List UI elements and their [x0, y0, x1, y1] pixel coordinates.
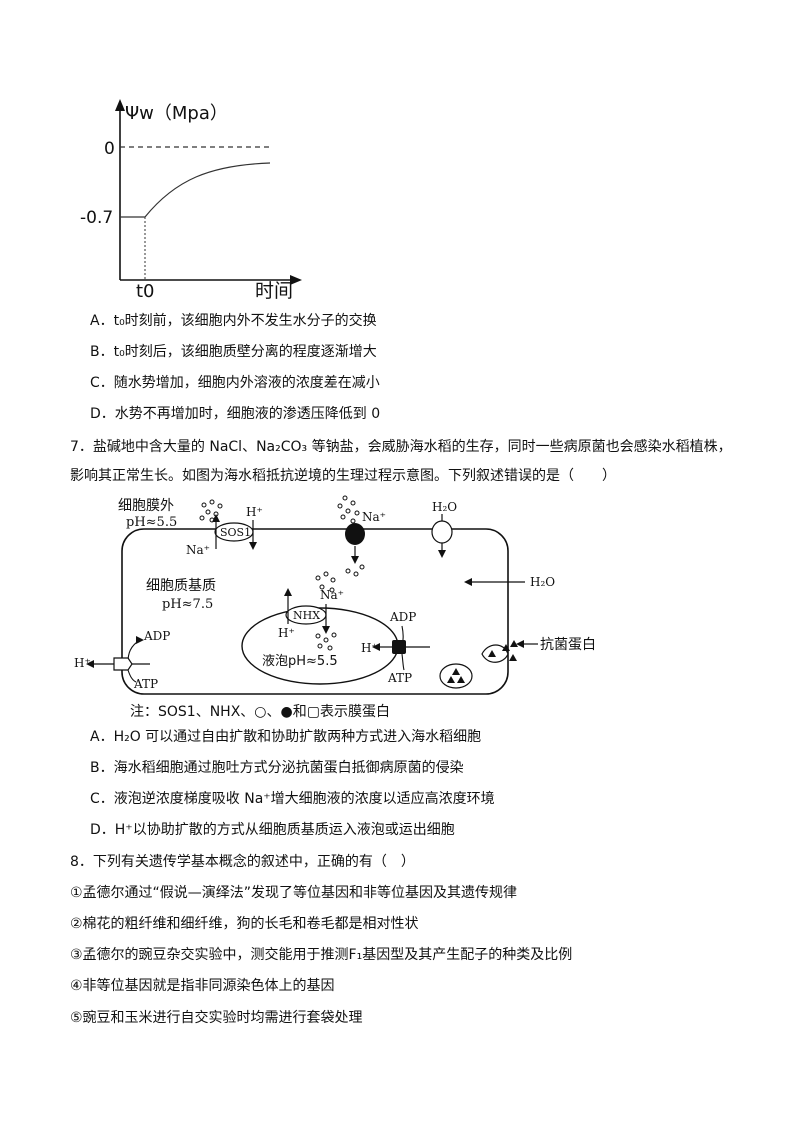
na-dots-outside-sos1 — [199, 499, 223, 523]
cytoplasm-ph: pH≈7.5 — [162, 597, 213, 612]
q7-option-b: B．海水稻细胞通过胞吐方式分泌抗菌蛋白抵御病原菌的侵染 — [90, 760, 464, 776]
antibacterial-triangles-inner — [447, 668, 465, 683]
arrowhead — [284, 588, 292, 596]
vacuole-h-label: H⁺ — [361, 641, 378, 655]
q8-item-1: ①孟德尔通过“假说—演绎法”发现了等位基因和非等位基因及其遗传规律 — [70, 885, 518, 901]
sos1-h-label: H⁺ — [246, 505, 263, 519]
q7-stem-line2: 影响其正常生长。如图为海水稻抵抗逆境的生理过程示意图。下列叙述错误的是（ ） — [70, 468, 616, 484]
membrane-adp-curve — [127, 639, 141, 663]
vacuole-atp-label: ATP — [387, 671, 412, 685]
diagram-note: 注：SOS1、NHX、○、●和▢表示膜蛋白 — [130, 704, 390, 720]
channel-na-label: Na⁺ — [362, 510, 386, 524]
q6-option-a: A．t₀时刻前，该细胞内外不发生水分子的交换 — [90, 313, 377, 329]
membrane-atp-label: ATP — [133, 677, 158, 691]
arrowhead — [438, 550, 446, 558]
q7-option-d: D．H⁺以协助扩散的方式从细胞质基质运入液泡或运出细胞 — [90, 822, 455, 838]
nhx-h-label: H⁺ — [278, 626, 295, 640]
aquaporin-h2o-label: H₂O — [432, 500, 457, 514]
vacuole-atp-curve — [401, 653, 405, 671]
vesicle-exocytosis — [481, 644, 509, 663]
cell-membrane — [121, 528, 509, 695]
q8-item-4: ④非等位基因就是指非同源染色体上的基因 — [70, 978, 335, 994]
membrane-adp-label: ADP — [143, 629, 170, 643]
membrane-proton-pump — [113, 657, 133, 671]
q6-option-b: B．t₀时刻后，该细胞质壁分离的程度逐渐增大 — [90, 344, 377, 360]
black-channel-protein — [345, 523, 365, 545]
aquaporin-protein — [431, 520, 453, 544]
q7-option-c: C．液泡逆浓度梯度吸收 Na⁺增大细胞液的浓度以适应高浓度环境 — [90, 791, 495, 807]
na-dots-vacuole — [315, 632, 337, 651]
q6-option-c: C．随水势增加，细胞内外溶液的浓度差在减小 — [90, 375, 380, 391]
x-tick-t0: t0 — [136, 281, 155, 300]
antibacterial-label: 抗菌蛋白 — [540, 637, 596, 653]
sos1-na-label: Na⁺ — [186, 543, 210, 557]
vacuole-proton-pump — [392, 640, 406, 654]
vacuole-label: 液泡pH≈5.5 — [262, 654, 338, 669]
q6-option-d: D．水势不再增加时，细胞液的渗透压降低到 0 — [90, 406, 381, 422]
arrowhead — [322, 626, 330, 634]
arrowhead — [212, 514, 220, 522]
membrane-h-label: H⁺ — [74, 656, 91, 670]
cytoplasm-label: 细胞质基质 — [146, 577, 216, 594]
arrowhead — [516, 640, 524, 648]
q8-stem: 8．下列有关遗传学基本概念的叙述中，正确的有（ ） — [70, 854, 415, 870]
potential-curve — [120, 162, 271, 218]
y-axis-label: Ψw（Mpa） — [125, 103, 228, 124]
q8-item-2: ②棉花的粗纤维和细纤维，狗的长毛和卷毛都是相对性状 — [70, 916, 419, 932]
q8-item-3: ③孟德尔的豌豆杂交实验中，测交能用于推测F₁基因型及其产生配子的种类及比例 — [70, 947, 573, 963]
na-dots-cytoplasm — [315, 571, 336, 593]
nhx-label: NHX — [293, 609, 320, 622]
y-axis-arrow — [115, 99, 125, 111]
nhx-na-label: Na⁺ — [320, 588, 344, 602]
q8-item-5: ⑤豌豆和玉米进行自交实验时均需进行套袋处理 — [70, 1010, 363, 1026]
x-axis-arrow — [290, 275, 302, 285]
cell-diagram: 细胞膜外 pH≈5.5 SOS1 Na⁺ H⁺ Na⁺ H₂O H₂O 细胞质基… — [74, 495, 596, 720]
arrowhead — [86, 660, 94, 668]
q7-stem-line1: 7．盐碱地中含大量的 NaCl、Na₂CO₃ 等钠盐，会威胁海水稻的生存，同时一… — [70, 439, 732, 455]
x-axis-label: 时间 — [255, 280, 293, 300]
outside-ph: pH≈5.5 — [126, 515, 177, 530]
sos1-label: SOS1 — [220, 526, 251, 539]
vesicle-inner — [439, 663, 473, 689]
vacuole-adp-label: ADP — [389, 610, 416, 624]
outside-label: 细胞膜外 — [118, 498, 174, 514]
arrowhead — [372, 643, 380, 651]
arrowhead — [249, 542, 257, 550]
arrowhead — [351, 556, 359, 564]
water-potential-graph: Ψw（Mpa） 0 -0.7 t0 时间 — [80, 99, 302, 300]
arrowhead — [464, 578, 472, 586]
na-dots-outside-channel — [337, 495, 360, 524]
na-dots-inside-channel — [345, 564, 365, 577]
y-tick-start: -0.7 — [80, 208, 113, 228]
arrowhead — [136, 636, 144, 644]
free-diffusion-h2o-label: H₂O — [530, 575, 555, 589]
y-tick-zero: 0 — [104, 139, 115, 159]
membrane-atp-curve — [127, 669, 137, 683]
antibacterial-triangles-outer — [488, 640, 518, 661]
q7-option-a: A．H₂O 可以通过自由扩散和协助扩散两种方式进入海水稻细胞 — [90, 729, 482, 745]
